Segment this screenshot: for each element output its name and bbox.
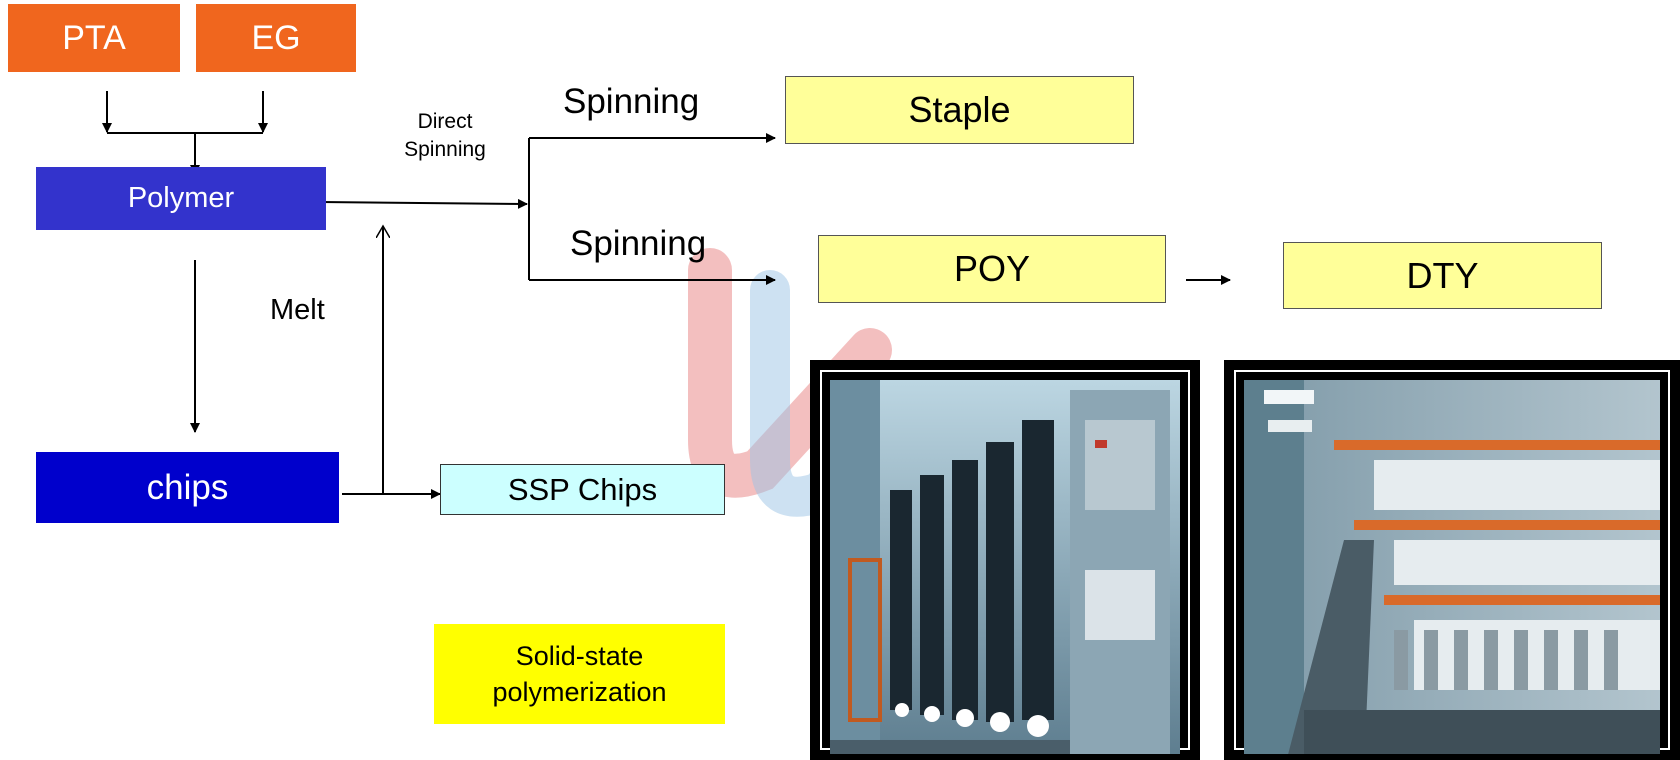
spinning-bottom-label: Spinning (570, 224, 707, 263)
spinning-top-label: Spinning (563, 82, 700, 121)
poy-label: POY (953, 248, 1031, 289)
poy-machine-image (830, 380, 1180, 754)
solid-state-label: Solid-state polymerization (492, 641, 667, 707)
left-photo (810, 360, 1200, 760)
chips-label: chips (146, 467, 229, 507)
melt-label: Melt (270, 294, 325, 326)
eg-label: EG (251, 18, 301, 57)
eg-node: EG (196, 4, 356, 72)
poy-node: POY (818, 235, 1166, 303)
staple-label: Staple (908, 89, 1011, 130)
pta-label: PTA (62, 18, 126, 57)
ssp-chips-label: SSP Chips (507, 471, 658, 507)
polymer-to-branch-arrow (319, 198, 528, 209)
dty-machine-image (1244, 380, 1660, 754)
staple-node: Staple (785, 76, 1134, 144)
solid-state-node: Solid-state polymerization (434, 624, 725, 724)
right-photo (1224, 360, 1680, 760)
polymer-node: Polymer (36, 167, 326, 230)
dty-node: DTY (1283, 242, 1602, 309)
chips-node: chips (36, 452, 339, 523)
dty-label: DTY (1406, 254, 1479, 296)
polymer-label: Polymer (127, 182, 235, 214)
direct-spinning-label: Direct Spinning (404, 110, 486, 161)
ssp-chips-node: SSP Chips (440, 464, 725, 515)
pta-node: PTA (8, 4, 180, 72)
